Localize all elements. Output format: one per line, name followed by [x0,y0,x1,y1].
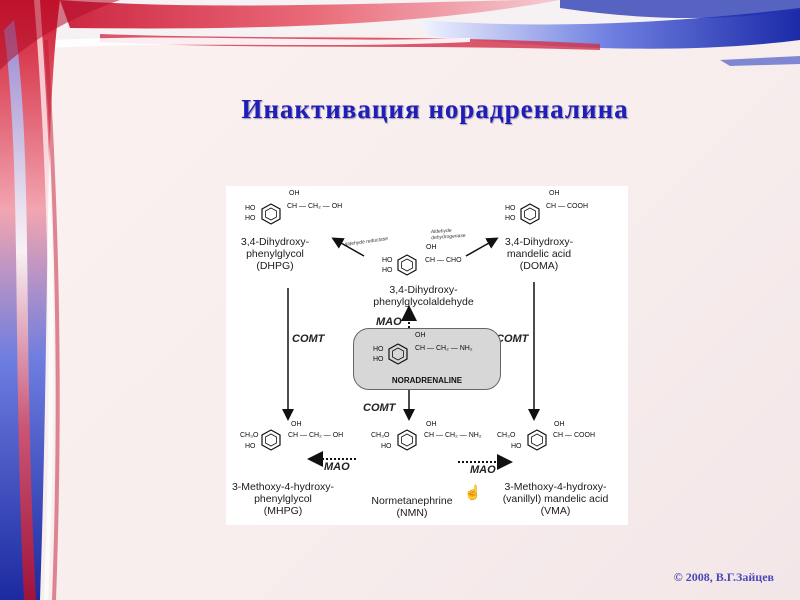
noradrenaline-box: HO HO OH CH — CH₂ — NH₂ NORADRENALINE [353,328,501,390]
nmn-sub-2: HO [381,443,392,450]
noradrenaline-oh: OH [415,332,426,339]
noradrenaline-label: NORADRENALINE [391,376,463,385]
dopegal-label: 3,4-Dihydroxy- phenylglycolaldehyde [373,284,474,308]
mao-top-label: MAO [376,316,402,328]
doma-sub-1: HO [505,205,516,212]
comt-left-label: COMT [292,333,325,345]
nmn-oh: OH [426,421,437,428]
nmn-label: Normetanephrine (NMN) [371,495,453,519]
dhpg-side-chain: CH — CH₂ — OH [287,203,343,210]
doma-oh: OH [549,190,560,197]
vma-label: 3-Methoxy-4-hydroxy- (vanillyl) mandelic… [502,481,609,517]
pathway-arrows [282,237,540,470]
benzene-ring-nmn [397,429,417,451]
mao-right-label: MAO [470,464,496,476]
dopegal-sub-1: HO [382,257,393,264]
comt-center-label: COMT [363,402,396,414]
doma-sub-2: HO [505,215,516,222]
dhpg-label: 3,4-Dihydroxy- phenylglycol (DHPG) [240,236,310,272]
mhpg-label: 3-Methoxy-4-hydroxy- phenylglycol (MHPG) [231,481,335,517]
noradrenaline-sub-2: HO [373,356,384,363]
benzene-ring-doma [520,203,540,225]
benzene-ring-mhpg [261,429,281,451]
mhpg-sub-1: CH₃O [240,432,259,439]
dopegal-sub-2: HO [382,267,393,274]
nmn-side-chain: CH — CH₂ — NH₂ [424,432,482,439]
cursor-hand-icon: ☝ [464,484,482,500]
dhpg-sub-2: HO [245,215,256,222]
mhpg-oh: OH [291,421,302,428]
vma-side-chain: CH — COOH [553,432,595,439]
doma-side-chain: CH — COOH [546,203,588,210]
benzene-ring-noradrenaline [388,343,408,365]
slide-title: Инактивация норадреналина [241,94,629,124]
mhpg-side-chain: CH — CH₂ — OH [288,432,344,439]
metabolic-pathway-diagram: HO HO OH CH — CH₂ — OH 3,4-Dihydroxy- ph… [226,186,628,525]
comt-right-label: COMT [496,333,529,345]
noradrenaline-side-chain: CH — CH₂ — NH₂ [415,345,473,352]
benzene-ring-dhpg [261,203,281,225]
nmn-sub-1: CH₃O [371,432,390,439]
vma-sub-1: CH₃O [497,432,516,439]
arrow-to-dhpg [331,237,365,257]
mhpg-sub-2: HO [245,443,256,450]
noradrenaline-sub-1: HO [373,346,384,353]
aldehyde-dehydrogenase-label: Aldehyde dehydrogenase [430,227,466,242]
benzene-ring-dopegal [397,254,417,276]
vma-oh: OH [554,421,565,428]
dopegal-oh: OH [426,244,437,251]
copyright: © 2008, В.Г.Зайцев [673,570,774,584]
dhpg-oh: OH [289,190,300,197]
mao-left-label: MAO [324,461,350,473]
dopegal-side-chain: CH — CHO [425,257,462,264]
dhpg-sub-1: HO [245,205,256,212]
doma-label: 3,4-Dihydroxy- mandelic acid (DOMA) [504,236,574,272]
vma-sub-2: HO [511,443,522,450]
arrow-to-doma [465,237,499,257]
benzene-ring-vma [527,429,547,451]
